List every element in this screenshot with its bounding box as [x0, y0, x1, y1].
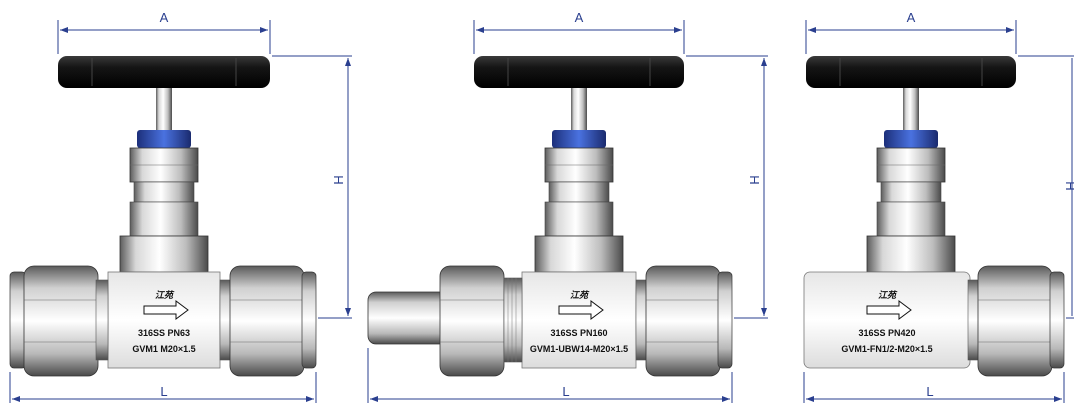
- valve-body: [107, 271, 221, 369]
- seal-ring: [552, 130, 606, 148]
- dimension-l: L: [803, 372, 1065, 403]
- flow-arrow-icon: [143, 300, 189, 320]
- svg-text:H: H: [331, 175, 346, 184]
- valve-stem: [571, 88, 587, 130]
- seal-ring: [137, 130, 191, 148]
- svg-text:L: L: [926, 384, 933, 399]
- valve-3: 江苑 316SS PN420 GVM1-FN1/2-M20×1.5 A H: [803, 10, 1074, 403]
- brand-mark: 江苑: [155, 290, 175, 301]
- material-label: 316SS PN63: [138, 328, 190, 338]
- model-label: GVM1-FN1/2-M20×1.5: [841, 344, 932, 354]
- dimension-l: L: [9, 372, 317, 403]
- svg-text:H: H: [747, 175, 762, 184]
- dimension-h: H: [272, 55, 352, 319]
- right-compression-fitting: [219, 265, 317, 377]
- valve-stem: [903, 88, 919, 130]
- right-compression-fitting: [635, 265, 733, 377]
- model-label: GVM1-UBW14-M20×1.5: [530, 344, 628, 354]
- material-label: 316SS PN420: [858, 328, 915, 338]
- svg-text:H: H: [1063, 181, 1074, 190]
- brand-mark: 江苑: [570, 290, 590, 301]
- valve-1: 江苑 316SS PN63 GVM1 M20×1.5 A: [9, 10, 352, 403]
- svg-text:L: L: [160, 384, 167, 399]
- flow-arrow-icon: [866, 300, 912, 320]
- brand-mark: 江苑: [878, 290, 898, 301]
- bonnet: [876, 201, 946, 237]
- left-butt-weld-fitting: [367, 265, 523, 377]
- bonnet: [129, 201, 199, 237]
- valve-2: 江苑 316SS PN160 GVM1-UBW14-M20×1.5: [367, 10, 768, 403]
- dimension-a: A: [805, 10, 1017, 54]
- dimension-l: L: [367, 348, 733, 403]
- model-label: GVM1 M20×1.5: [132, 344, 195, 354]
- t-handle: [474, 56, 684, 88]
- material-label: 316SS PN160: [550, 328, 607, 338]
- bonnet-hex: [534, 235, 624, 273]
- flow-arrow-icon: [558, 300, 604, 320]
- valve-stem: [156, 88, 172, 130]
- t-handle: [806, 56, 1016, 88]
- dimension-h: H: [1018, 55, 1074, 319]
- valve-body: [521, 271, 637, 369]
- svg-text:A: A: [575, 10, 584, 25]
- bonnet-hex: [866, 235, 956, 273]
- svg-text:A: A: [907, 10, 916, 25]
- dimension-a: A: [57, 10, 271, 54]
- bonnet: [544, 201, 614, 237]
- svg-text:A: A: [160, 10, 169, 25]
- dimension-a: A: [473, 10, 685, 54]
- t-handle: [58, 56, 270, 88]
- bonnet-hex: [119, 235, 209, 273]
- left-compression-fitting: [9, 265, 109, 377]
- right-compression-fitting: [967, 265, 1065, 377]
- dimension-h: H: [686, 55, 768, 319]
- svg-text:L: L: [562, 384, 569, 399]
- seal-ring: [884, 130, 938, 148]
